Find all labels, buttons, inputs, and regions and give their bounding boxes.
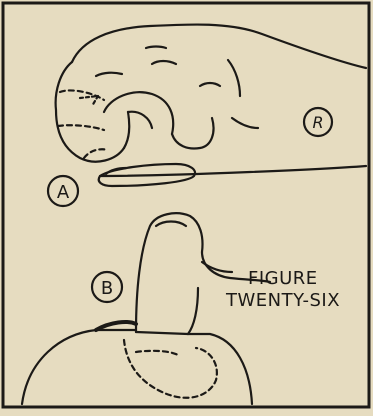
svg-text:R: R [312, 113, 323, 132]
svg-text:B: B [101, 278, 113, 299]
figure-caption: FIGURE TWENTY-SIX [226, 268, 373, 312]
svg-text:A: A [57, 182, 70, 203]
caption-line-1: FIGURE [226, 268, 373, 290]
caption-line-2: TWENTY-SIX [226, 290, 373, 312]
